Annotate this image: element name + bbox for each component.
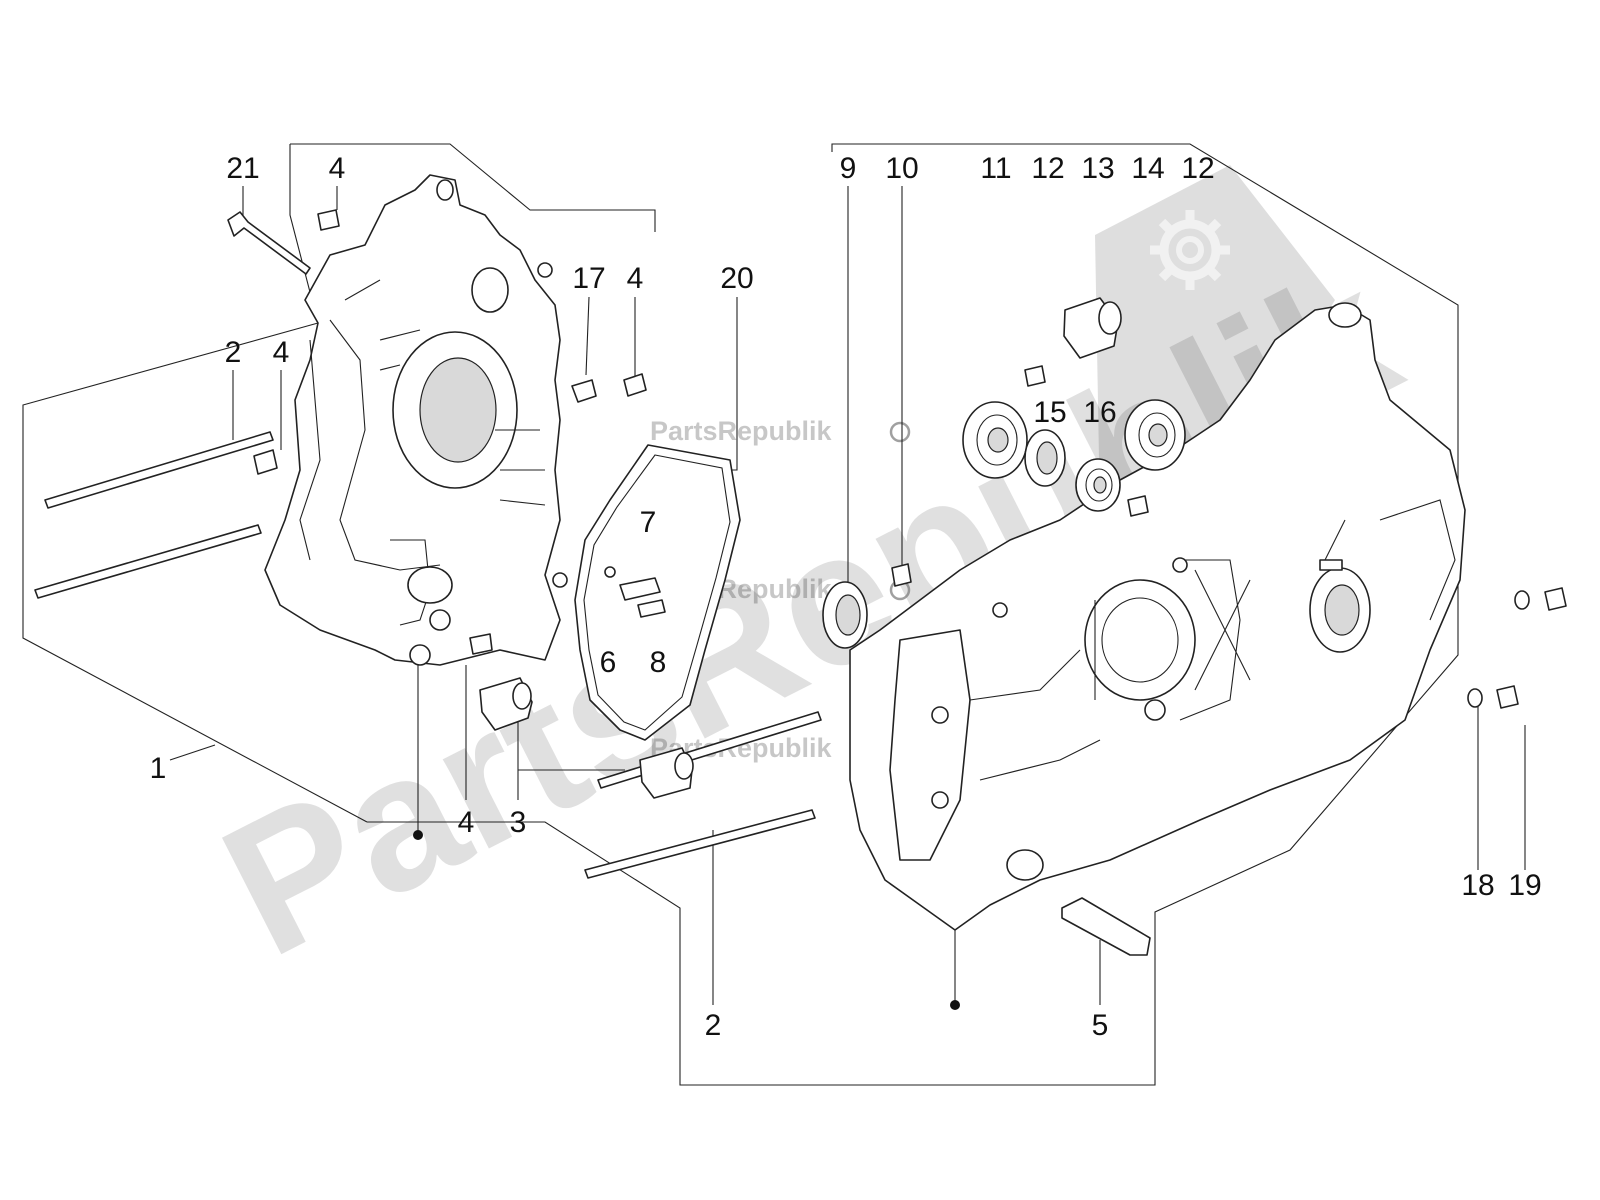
- breather-fitting: [571, 379, 597, 403]
- stud-bolt-left-lower: [34, 524, 262, 599]
- reference-dot-left: [413, 830, 423, 840]
- label-2-left: 2: [225, 336, 242, 369]
- silentblock-upper: [479, 677, 533, 731]
- label-19: 19: [1508, 869, 1541, 902]
- label-4-top: 4: [329, 152, 346, 185]
- reference-dot-right: [950, 1000, 960, 1010]
- oil-seal-9: [822, 581, 868, 649]
- label-6: 6: [600, 646, 617, 679]
- label-9: 9: [840, 152, 857, 185]
- label-4-lower: 4: [458, 806, 475, 839]
- watermark-small-1: PartsRepublik: [650, 416, 911, 446]
- label-14: 14: [1131, 152, 1164, 185]
- label-4-left: 4: [273, 336, 290, 369]
- stud-bolt-center: [584, 809, 816, 879]
- label-15: 15: [1033, 396, 1066, 429]
- bearing-11: [962, 401, 1028, 479]
- label-3: 3: [510, 806, 527, 839]
- label-11: 11: [980, 152, 1011, 185]
- label-21: 21: [226, 152, 259, 185]
- bearing-16: [1075, 458, 1121, 512]
- label-12-left: 12: [1031, 152, 1064, 185]
- bolt-21: [227, 211, 311, 275]
- label-2-bottom: 2: [705, 1009, 722, 1042]
- washer-18: [1467, 590, 1530, 708]
- plug-10: [891, 563, 912, 587]
- label-18: 18: [1461, 869, 1494, 902]
- left-crankcase: [264, 174, 568, 666]
- label-5: 5: [1092, 1009, 1109, 1042]
- label-7: 7: [640, 506, 657, 539]
- plug-19: [1496, 587, 1567, 709]
- label-10: 10: [885, 152, 918, 185]
- dowel-pins-12: [1024, 365, 1149, 517]
- label-20: 20: [720, 262, 753, 295]
- shaft-5: [1061, 897, 1151, 956]
- label-1: 1: [150, 752, 167, 785]
- label-4-upper-right: 4: [627, 262, 644, 295]
- bush-13: [1063, 297, 1122, 359]
- oil-seal-15: [1024, 429, 1066, 487]
- svg-text:PartsRepublik: PartsRepublik: [650, 416, 833, 446]
- silentblock-lower: [639, 747, 694, 799]
- stud-bolt-left-upper: [44, 431, 274, 509]
- label-13: 13: [1081, 152, 1114, 185]
- label-17: 17: [572, 262, 605, 295]
- label-16: 16: [1083, 396, 1116, 429]
- gear-icon: [1150, 210, 1230, 290]
- plate-and-screw: [604, 566, 666, 618]
- label-12-right: 12: [1181, 152, 1214, 185]
- label-8: 8: [650, 646, 667, 679]
- dowel-pins: [253, 209, 647, 655]
- bearing-14: [1124, 399, 1186, 471]
- right-crankcase: [849, 302, 1466, 931]
